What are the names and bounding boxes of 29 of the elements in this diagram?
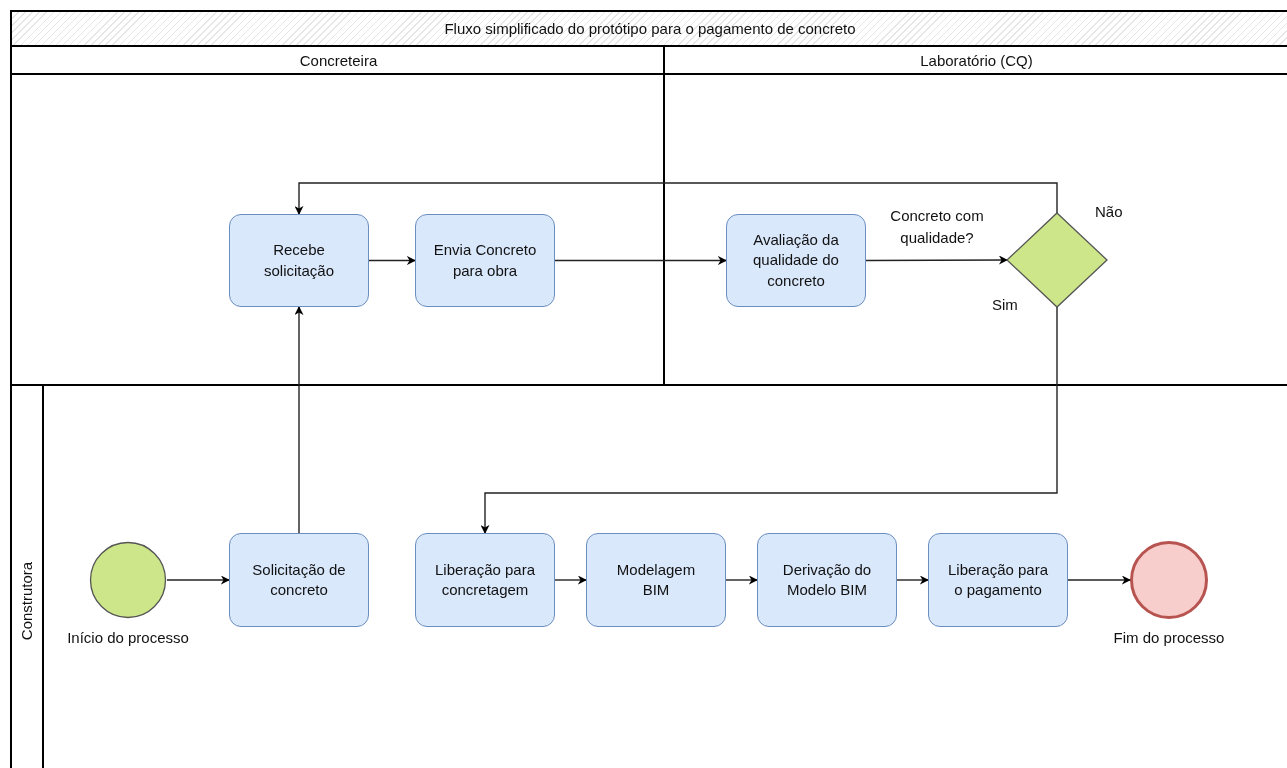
- edge-label: Sim: [992, 296, 1018, 313]
- process-box: [229, 533, 369, 627]
- pool: [10, 10, 1287, 768]
- end-event-circle: [1130, 541, 1208, 619]
- process-box: [757, 533, 897, 627]
- event-caption: Fim do processo: [1113, 629, 1225, 646]
- task-label: Recebe solicitação: [262, 240, 335, 281]
- task-label: Envia Concreto para obra: [432, 240, 538, 281]
- process-box: [229, 214, 369, 307]
- lane-title: Concreteira: [12, 47, 665, 75]
- process-box: [928, 533, 1068, 627]
- pool-title: Fluxo simplificado do protótipo para o pagamento de concreto: [12, 12, 1287, 47]
- task-label: Derivação do Modelo BIM: [781, 559, 873, 600]
- process-box: [586, 533, 726, 627]
- lane-title: Construtora: [17, 561, 36, 641]
- swimlane: [663, 45, 1287, 386]
- edge-label: Não: [1095, 203, 1123, 220]
- task-label: Liberação para o pagamento: [946, 559, 1050, 600]
- process-box: [415, 533, 555, 627]
- process-box: [726, 214, 866, 307]
- task-label: Avaliação da qualidade do concreto: [752, 230, 840, 291]
- task-label: Modelagem BIM: [615, 559, 697, 600]
- decision-question: Concreto com qualidade?: [889, 206, 985, 248]
- task-label: Liberação para concretagem: [433, 559, 537, 600]
- start-event-circle: [89, 541, 167, 619]
- lane-title: Laboratório (CQ): [665, 47, 1287, 75]
- task-label: Solicitação de concreto: [251, 559, 347, 600]
- event-caption: Início do processo: [67, 629, 189, 646]
- process-box: [415, 214, 555, 307]
